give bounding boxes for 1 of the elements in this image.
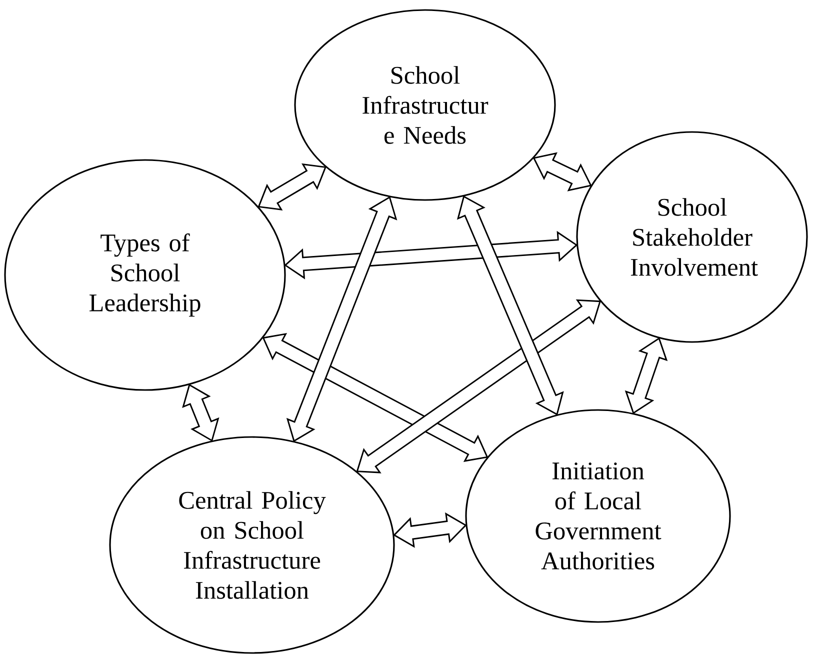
block-arrow <box>286 196 398 442</box>
